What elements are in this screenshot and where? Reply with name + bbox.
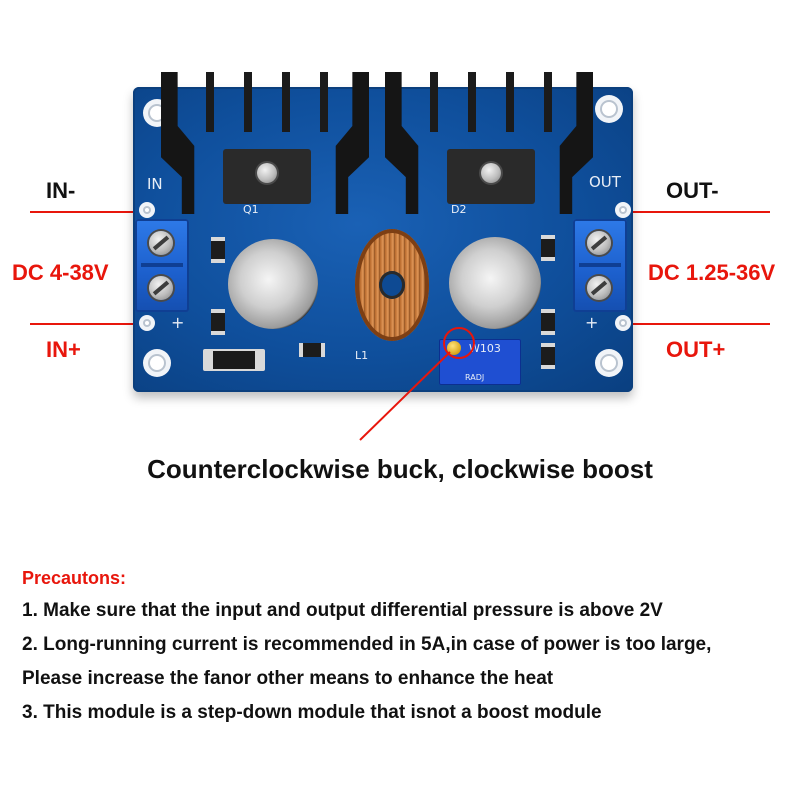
silk-pot-code: W103: [469, 342, 501, 355]
in-plus-label: IN+: [46, 337, 81, 362]
transistor-q1: [223, 149, 311, 204]
inductor-l1: [355, 229, 429, 341]
silk-out: OUT: [589, 173, 621, 191]
pad-out-plus: [615, 315, 631, 331]
smd-component: [211, 237, 225, 263]
pad-in-plus: [139, 315, 155, 331]
precaution-line-4: 3. This module is a step-down module tha…: [22, 702, 602, 723]
out-minus-label: OUT-: [666, 178, 719, 203]
silk-plus-out: +: [585, 313, 599, 332]
potentiometer-pointer-line: [359, 351, 451, 441]
silk-plus-in: +: [171, 313, 185, 332]
heatsink-right-fin: [506, 72, 514, 132]
smd-component: [211, 309, 225, 335]
precaution-line-3: Please increase the fanor other means to…: [22, 668, 554, 689]
mounting-hole-bottom-right: [595, 349, 623, 377]
heatsink-left-fin: [320, 72, 328, 132]
heatsink-right-fin: [430, 72, 438, 132]
terminal-screw: [149, 231, 173, 255]
heatsink-screw: [481, 163, 501, 183]
mounting-hole-top-right: [595, 95, 623, 123]
smd-component: [299, 343, 325, 357]
input-terminal-block: [135, 219, 189, 312]
silk-q1: Q1: [243, 203, 259, 216]
output-terminal-block: [573, 219, 627, 312]
mounting-hole-bottom-left: [143, 349, 171, 377]
precaution-line-2: 2. Long-running current is recommended i…: [22, 634, 712, 655]
terminal-screw: [587, 276, 611, 300]
in-minus-label: IN-: [46, 178, 76, 203]
terminal-screw: [149, 276, 173, 300]
heatsink-left-fin: [282, 72, 290, 132]
potentiometer-highlight-circle: [443, 327, 475, 359]
output-voltage-label: DC 1.25-36V: [648, 260, 776, 285]
smd-component: [541, 343, 555, 369]
out-plus-pointer-line: [625, 323, 770, 325]
heatsink-left-fin: [206, 72, 214, 132]
input-voltage-label: DC 4-38V: [12, 260, 109, 285]
heatsink-right-fin: [468, 72, 476, 132]
smd-diode: [203, 349, 265, 371]
pad-in-minus: [139, 202, 155, 218]
heatsink-screw: [257, 163, 277, 183]
output-capacitor: [449, 237, 541, 329]
out-plus-label: OUT+: [666, 337, 726, 362]
buck-converter-board: IN OUT Q1 D2 L1 + +: [133, 72, 633, 392]
precautions-title: Precautons:: [22, 568, 127, 588]
in-minus-pointer-line: [30, 211, 145, 213]
smd-component: [541, 235, 555, 261]
out-minus-pointer-line: [625, 211, 770, 213]
silk-radj: RADJ: [465, 373, 485, 382]
in-plus-pointer-line: [30, 323, 145, 325]
smd-component: [541, 309, 555, 335]
adjustment-caption: Counterclockwise buck, clockwise boost: [147, 454, 653, 484]
input-capacitor: [228, 239, 318, 329]
silk-l1: L1: [355, 349, 369, 362]
heatsink-left-fin: [244, 72, 252, 132]
silk-d2: D2: [451, 203, 467, 216]
pad-out-minus: [615, 202, 631, 218]
silk-in: IN: [147, 175, 163, 193]
diode-d2: [447, 149, 535, 204]
precaution-line-1: 1. Make sure that the input and output d…: [22, 600, 663, 621]
terminal-screw: [587, 231, 611, 255]
heatsink-right-fin: [544, 72, 552, 132]
